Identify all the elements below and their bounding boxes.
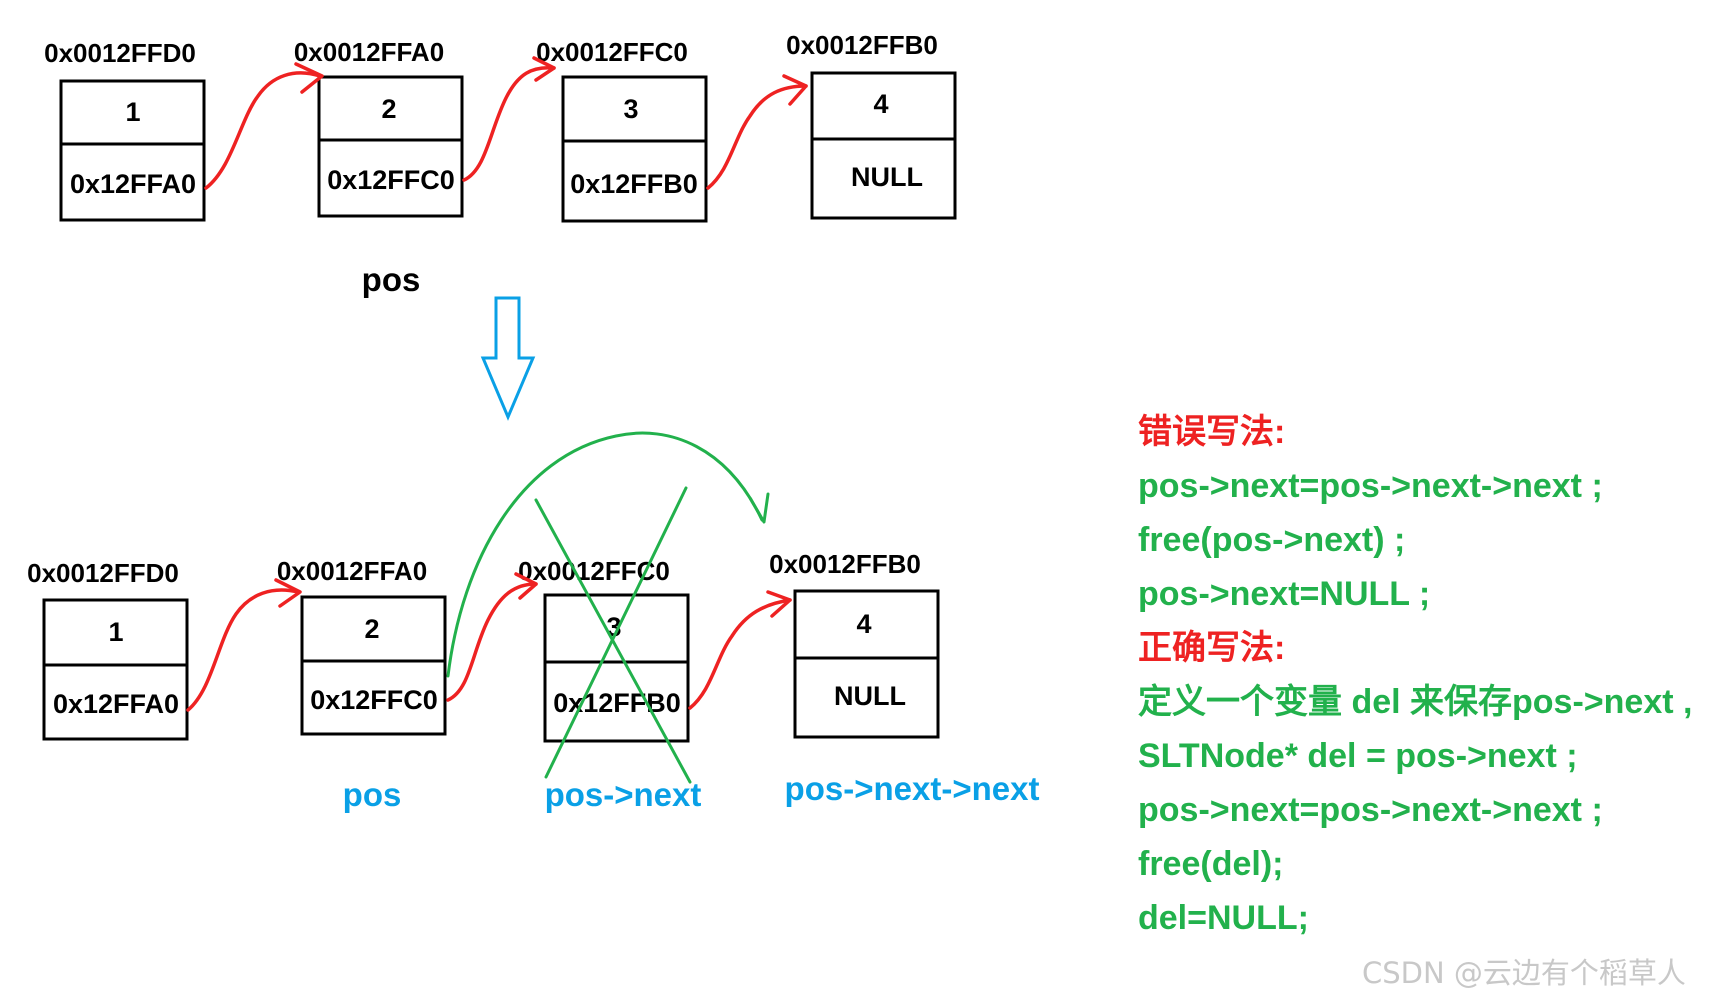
- right-code-line-4: free(del);: [1138, 845, 1284, 883]
- wrong-code-line-3: pos->next=NULL ;: [1138, 575, 1431, 613]
- bottom-node-3: 0x0012FFC0 3 0x12FFB0: [518, 556, 690, 743]
- bottom-link-arrow-1-2: [186, 578, 302, 712]
- top-node-3: 0x0012FFC0 3 0x12FFB0: [536, 37, 708, 223]
- bottom-list: 0x0012FFD0 1 0x12FFA0 0x0012FFA0 2 0x12F…: [27, 431, 1040, 813]
- top-node-4-address: 0x0012FFB0: [786, 30, 938, 60]
- top-node-4-box: [810, 71, 957, 220]
- top-node-3-box: [561, 75, 708, 223]
- top-node-1: 0x0012FFD0 1 0x12FFA0: [44, 38, 206, 222]
- top-node-3-next: 0x12FFB0: [570, 169, 698, 199]
- top-link-arrows: [204, 56, 808, 190]
- bottom-link-arrow-3-4: [688, 590, 792, 710]
- bottom-node-4-box: [793, 589, 940, 739]
- top-node-1-next: 0x12FFA0: [70, 169, 196, 199]
- wrong-code-line-2: free(pos->next) ;: [1138, 521, 1406, 559]
- top-node-4: 0x0012FFB0 4 NULL: [786, 30, 957, 220]
- bottom-node-1-address: 0x0012FFD0: [27, 558, 179, 588]
- bottom-node-2-box: [300, 595, 447, 736]
- pos-next-next-label: pos->next->next: [785, 770, 1040, 807]
- transition-down-arrow-icon: [480, 296, 536, 421]
- bottom-node-3-box: [543, 593, 690, 743]
- bottom-node-1-value: 1: [108, 617, 123, 647]
- bottom-node-2-value: 2: [364, 614, 379, 644]
- top-node-1-address: 0x0012FFD0: [44, 38, 196, 68]
- bottom-node-2: 0x0012FFA0 2 0x12FFC0: [277, 556, 447, 736]
- bottom-link-arrow-2-3: [446, 572, 538, 702]
- pos-next-label: pos->next: [545, 776, 702, 813]
- top-node-2-box: [317, 75, 464, 218]
- top-node-3-address: 0x0012FFC0: [536, 37, 688, 67]
- wrong-method-heading: 错误写法:: [1138, 413, 1286, 451]
- right-method-heading: 正确写法:: [1138, 629, 1286, 667]
- top-node-3-value: 3: [623, 94, 638, 124]
- top-node-2-value: 2: [381, 94, 396, 124]
- wrong-code-line-1: pos->next=pos->next->next ;: [1138, 467, 1603, 505]
- top-node-2-address: 0x0012FFA0: [294, 37, 444, 67]
- right-code-line-1: 定义一个变量 del 来保存pos->next ,: [1138, 683, 1693, 721]
- right-code-line-5: del=NULL;: [1138, 899, 1309, 937]
- bottom-node-4: 0x0012FFB0 4 NULL: [769, 549, 940, 739]
- top-list: 0x0012FFD0 1 0x12FFA0 0x0012FFA0 2 0x12F…: [44, 30, 957, 298]
- top-node-4-value: 4: [873, 89, 888, 119]
- bottom-node-1: 0x0012FFD0 1 0x12FFA0: [27, 558, 189, 741]
- code-explanation: 错误写法: pos->next=pos->next->next ; free(p…: [1138, 405, 1726, 945]
- top-pos-label: pos: [362, 261, 421, 298]
- delete-cross-mark: [534, 486, 692, 784]
- bottom-node-2-next: 0x12FFC0: [310, 685, 438, 715]
- bottom-node-4-address: 0x0012FFB0: [769, 549, 921, 579]
- top-node-1-box: [59, 79, 206, 222]
- top-node-4-next: NULL: [851, 162, 923, 192]
- top-link-arrow-3-4: [706, 74, 808, 190]
- skip-arrow: [446, 431, 770, 678]
- right-code-line-3: pos->next=pos->next->next ;: [1138, 791, 1603, 829]
- top-node-1-value: 1: [125, 97, 140, 127]
- top-link-arrow-1-2: [204, 62, 324, 190]
- bottom-node-2-address: 0x0012FFA0: [277, 556, 427, 586]
- bottom-link-arrows: [186, 572, 792, 712]
- top-link-arrow-2-3: [462, 56, 556, 182]
- watermark: CSDN @云边有个稻草人: [1362, 956, 1686, 990]
- bottom-node-4-value: 4: [856, 609, 871, 639]
- bottom-node-4-next: NULL: [834, 681, 906, 711]
- right-code-line-2: SLTNode* del = pos->next ;: [1138, 737, 1578, 775]
- bottom-pos-label: pos: [343, 776, 402, 813]
- bottom-node-1-box: [42, 598, 189, 741]
- top-node-2: 0x0012FFA0 2 0x12FFC0: [294, 37, 464, 218]
- top-node-2-next: 0x12FFC0: [327, 165, 455, 195]
- bottom-node-1-next: 0x12FFA0: [53, 689, 179, 719]
- bottom-node-3-next: 0x12FFB0: [553, 688, 681, 718]
